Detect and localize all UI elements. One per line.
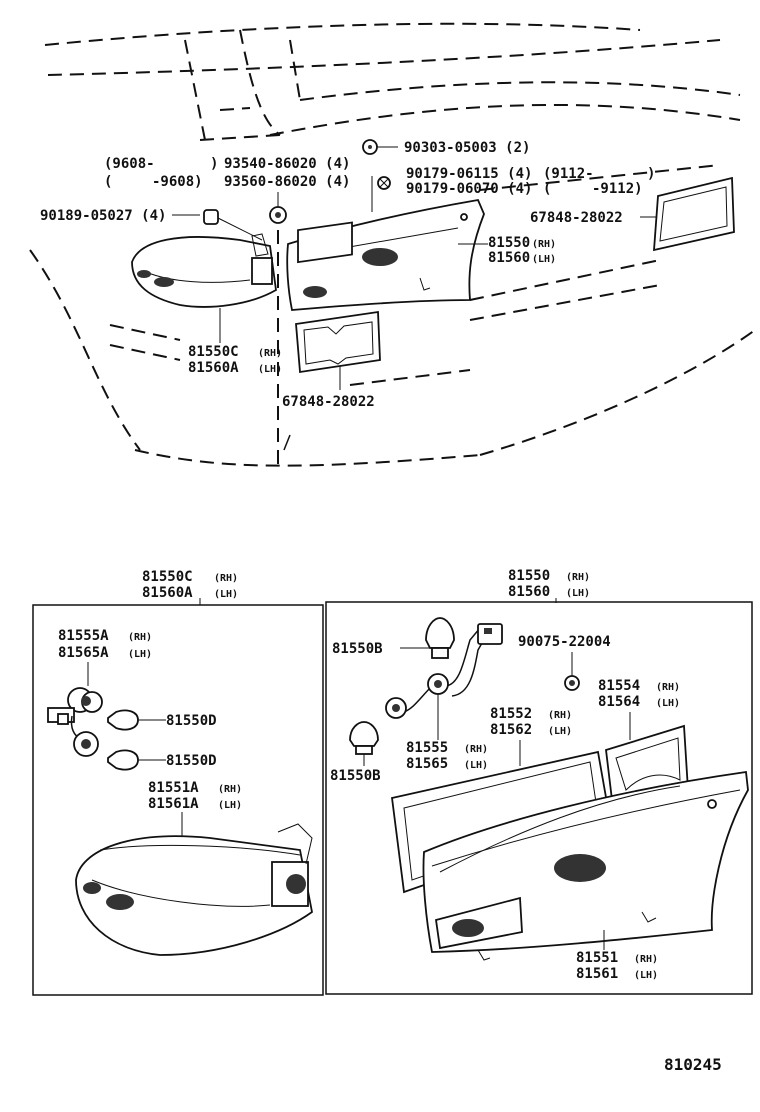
label-date-close-c: ): [647, 166, 655, 182]
label-gasket-81564-lh: (LH): [656, 698, 680, 709]
label-header-81550-rh: (RH): [566, 572, 590, 583]
bulb-right-bottom: [349, 721, 379, 766]
label-bolt-90189: 90189-05027 (4): [40, 208, 166, 224]
label-lamp-81560: 81560: [488, 250, 530, 266]
label-lens-81551a: 81551A: [148, 780, 199, 796]
label-socket-81555a: 81555A: [58, 628, 109, 644]
label-gasket-81564: 81564: [598, 694, 640, 710]
label-socket-81555: 81555: [406, 740, 448, 756]
label-bulb-81550d-2: 81550D: [166, 753, 217, 769]
bulb-right-top: [400, 617, 455, 659]
label-socket-81565: 81565: [406, 756, 448, 772]
label-socket-81565-lh: (LH): [464, 760, 488, 771]
label-side-81550c: 81550C: [188, 344, 239, 360]
label-lens-81551-rh: (RH): [634, 954, 658, 965]
label-lens-81561-lh: (LH): [634, 970, 658, 981]
rear-lamp-lens: [422, 770, 749, 961]
label-lamp-81550-rh: (RH): [532, 239, 556, 250]
label-side-81560a-lh: (LH): [258, 364, 282, 375]
label-lens-81561: 81561: [576, 966, 618, 982]
bolt: [172, 209, 263, 241]
label-socket-81565a: 81565A: [58, 645, 109, 661]
rear-lamp-top: [286, 198, 485, 311]
screw-top: [371, 176, 391, 212]
label-date-9608-to: -9608): [152, 174, 203, 190]
label-lamp-81560-lh: (LH): [532, 254, 556, 265]
side-lamp-top: [131, 233, 277, 308]
label-header-81550c-rh: (RH): [214, 573, 238, 584]
gasket-right-top: [653, 176, 735, 252]
label-header-81550c: 81550C: [142, 569, 193, 585]
label-lens-81551: 81551: [576, 950, 618, 966]
label-gasket-67848-left: 67848-28022: [282, 394, 375, 410]
label-date-9608-from: (9608-: [104, 156, 155, 172]
label-bulb-81550b-bottom: 81550B: [330, 768, 381, 784]
nut-top: [362, 139, 398, 155]
label-clip-93560: 93560-86020 (4): [224, 174, 350, 190]
right-box-frame: [325, 601, 753, 995]
label-socket-81555-rh: (RH): [464, 744, 488, 755]
label-gasket-81554: 81554: [598, 678, 640, 694]
bulb-left-1: [107, 709, 166, 731]
side-lamp-lens: [75, 823, 313, 956]
label-gasket-81562: 81562: [490, 722, 532, 738]
diagram-code: 810245: [664, 1055, 722, 1074]
nut-right: [564, 675, 580, 691]
label-header-81560a: 81560A: [142, 585, 193, 601]
label-screw-90179-06115: 90179-06115 (4): [406, 166, 532, 182]
label-lens-81561a-lh: (LH): [218, 800, 242, 811]
label-clip-93540: 93540-86020 (4): [224, 156, 350, 172]
vehicle-body-outline: [29, 22, 756, 470]
label-lamp-81550: 81550: [488, 235, 530, 251]
label-header-81560-lh: (LH): [566, 588, 590, 599]
label-socket-81555a-rh: (RH): [128, 632, 152, 643]
label-lens-81561a: 81561A: [148, 796, 199, 812]
label-nut-90075: 90075-22004: [518, 634, 611, 650]
label-date-9112-to: -9112): [592, 181, 643, 197]
label-gasket-67848-right: 67848-28022: [530, 210, 623, 226]
label-socket-81565a-lh: (LH): [128, 649, 152, 660]
label-side-81550c-rh: (RH): [258, 348, 282, 359]
bulb-left-2: [107, 749, 166, 771]
label-date-open-b: (: [104, 174, 112, 190]
left-box-frame: [32, 604, 324, 996]
label-date-9112-from: (9112-: [543, 166, 594, 182]
socket-harness: [385, 623, 503, 740]
label-gasket-81562-lh: (LH): [548, 726, 572, 737]
label-gasket-81552-rh: (RH): [548, 710, 572, 721]
clip-fastener: [269, 192, 287, 224]
label-date-close-a: ): [210, 156, 218, 172]
label-header-81550: 81550: [508, 568, 550, 584]
label-bulb-81550b-top: 81550B: [332, 641, 383, 657]
label-lens-81551a-rh: (RH): [218, 784, 242, 795]
label-gasket-81554-rh: (RH): [656, 682, 680, 693]
gasket-left-top: [295, 310, 381, 374]
label-bulb-81550d-1: 81550D: [166, 713, 217, 729]
label-date-open-d: (: [543, 181, 551, 197]
label-header-81560a-lh: (LH): [214, 589, 238, 600]
label-screw-90179-06070: 90179-06070 (4): [406, 181, 532, 197]
socket-left: [47, 687, 103, 757]
label-gasket-81552: 81552: [490, 706, 532, 722]
label-header-81560: 81560: [508, 584, 550, 600]
label-nut-90303: 90303-05003 (2): [404, 140, 530, 156]
label-side-81560a: 81560A: [188, 360, 239, 376]
